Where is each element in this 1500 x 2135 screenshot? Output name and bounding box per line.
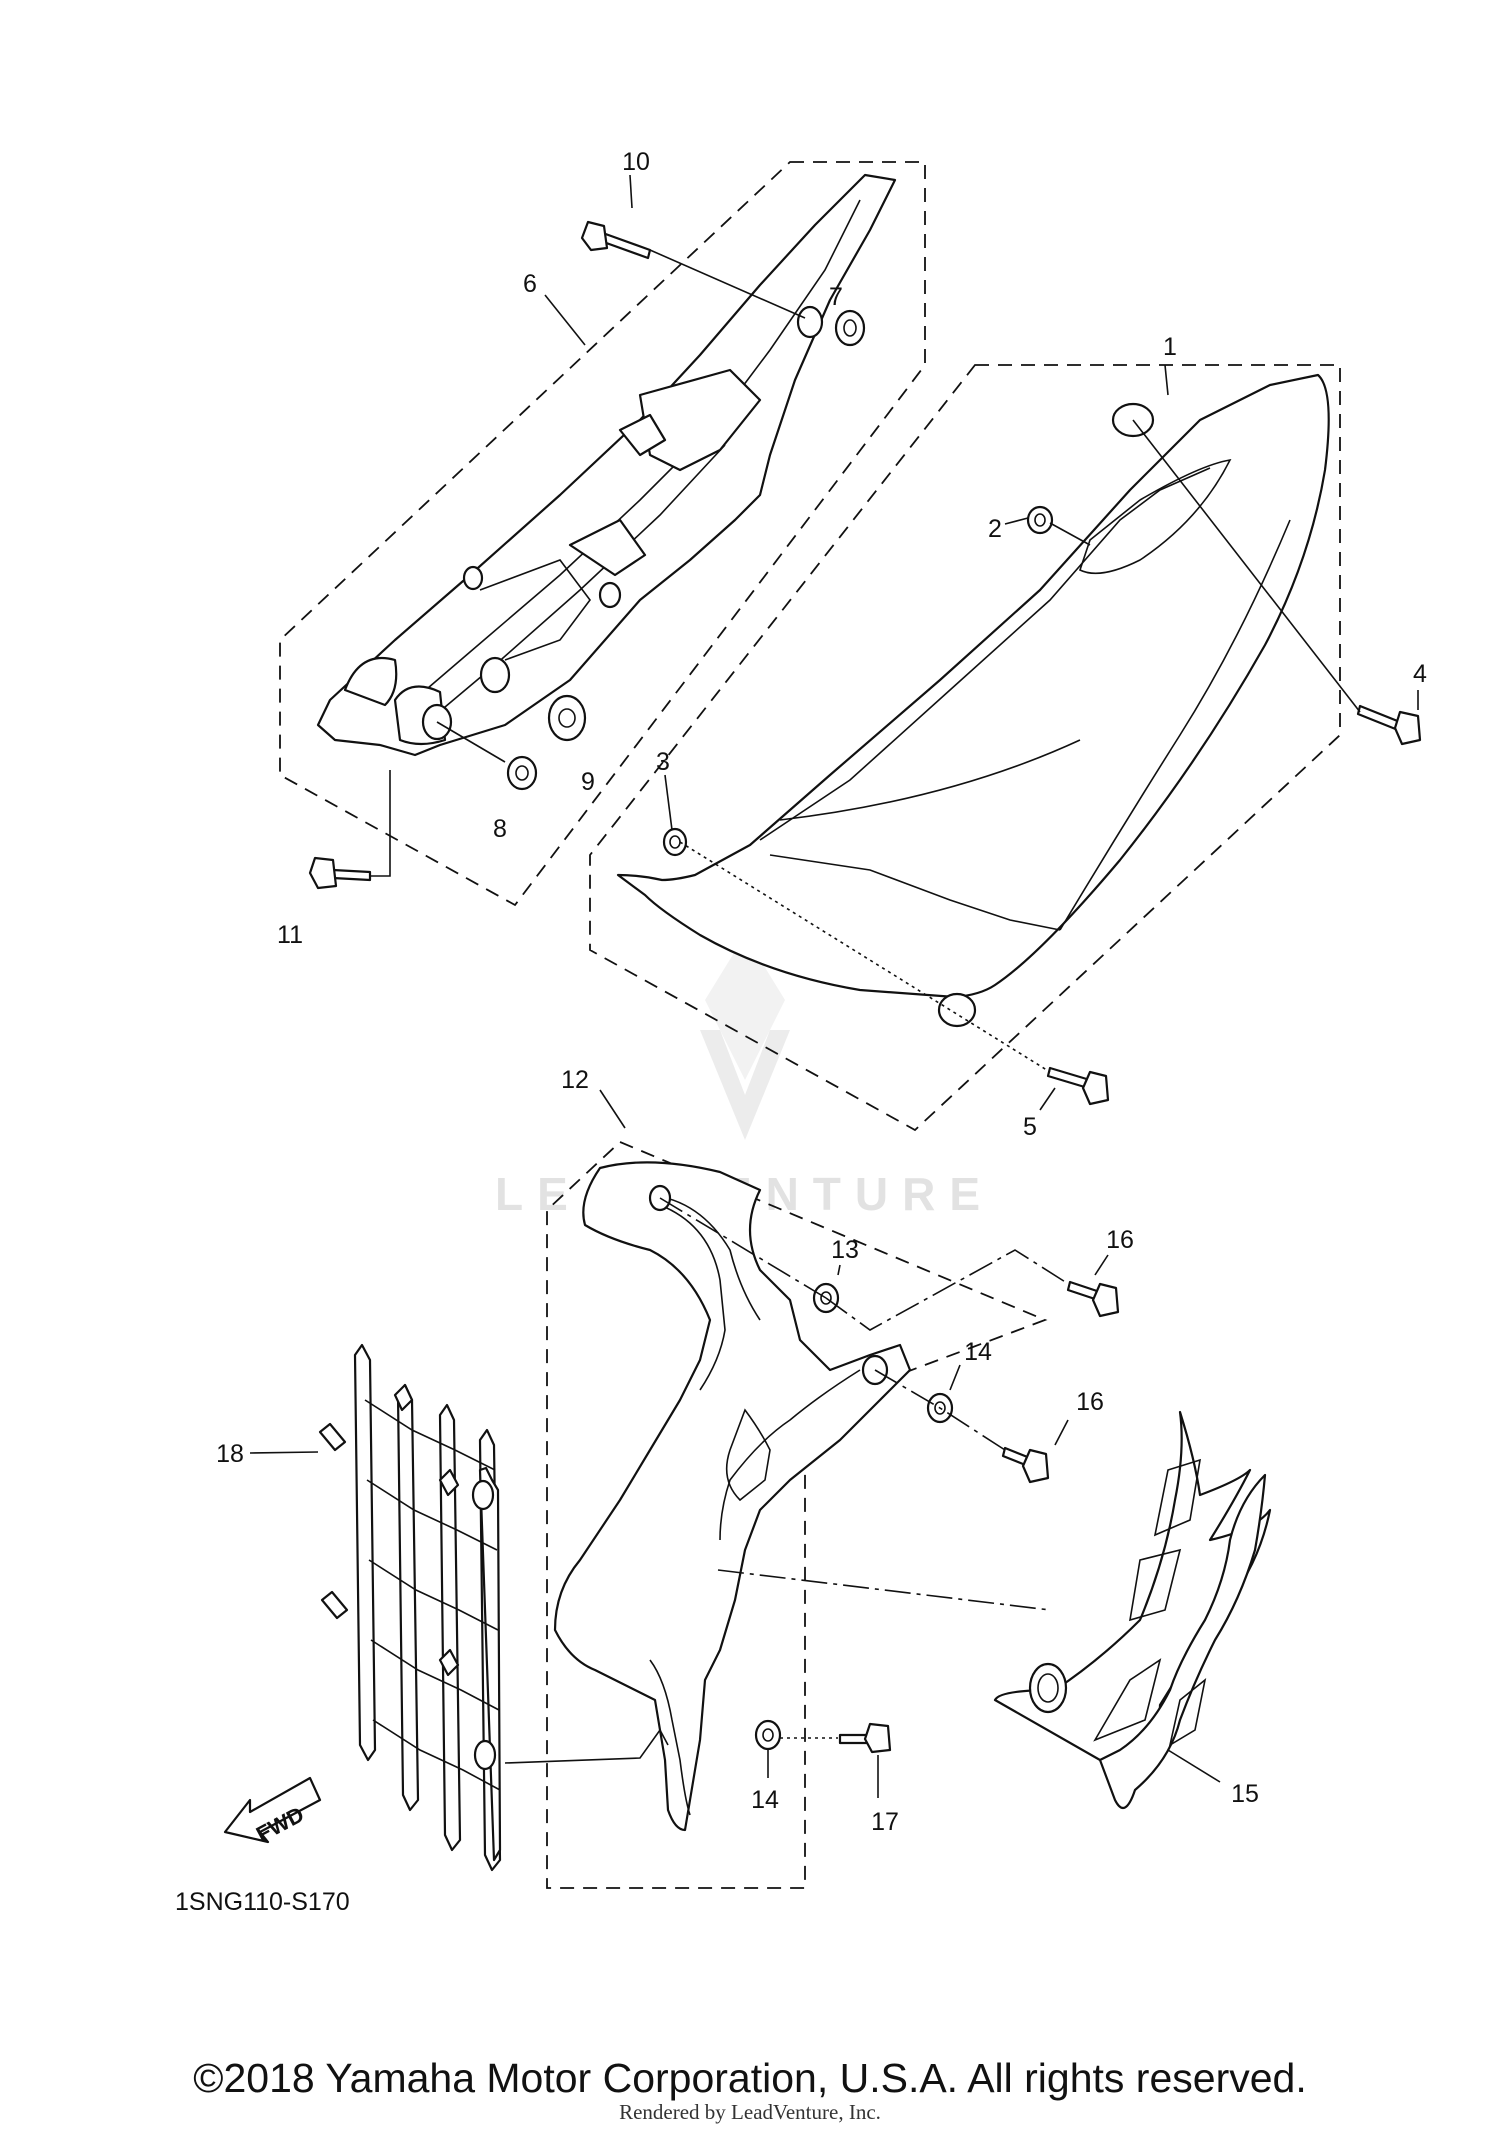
- part-10-bolt: [580, 220, 652, 260]
- callout-13: 13: [831, 1236, 859, 1264]
- callout-3: 3: [656, 748, 670, 776]
- callout-16a: 16: [1106, 1226, 1134, 1254]
- part-2-grommet: [1026, 505, 1054, 535]
- part-6-side-cover-bracket: [279, 161, 926, 907]
- callout-5: 5: [1023, 1113, 1037, 1141]
- part-4-bolt: [1356, 704, 1422, 746]
- callout-12: 12: [561, 1066, 589, 1094]
- part-3-grommet: [662, 827, 688, 857]
- callout-15: 15: [1231, 1780, 1259, 1808]
- part-18-radiator-louver: [318, 1343, 502, 1872]
- callout-16b: 16: [1076, 1388, 1104, 1416]
- callout-7: 7: [829, 283, 843, 311]
- callout-14a: 14: [964, 1338, 992, 1366]
- part-15-graphic-decal: [993, 1410, 1272, 1810]
- copyright-notice: ©2018 Yamaha Motor Corporation, U.S.A. A…: [193, 2055, 1307, 2101]
- callout-11: 11: [277, 921, 303, 949]
- callout-4: 4: [1413, 660, 1427, 688]
- callout-10: 10: [622, 148, 650, 176]
- part-14-grommet-lower: [754, 1719, 782, 1751]
- callout-8: 8: [493, 815, 507, 843]
- callout-6: 6: [523, 270, 537, 298]
- part-7-collar: [834, 309, 866, 347]
- part-17-bolt: [838, 1722, 892, 1754]
- fwd-arrow-icon: [223, 1776, 322, 1844]
- callout-2: 2: [988, 515, 1002, 543]
- part-16-bolt-upper: [1066, 1280, 1120, 1318]
- callout-18: 18: [216, 1440, 244, 1468]
- part-11-bolt: [308, 856, 372, 890]
- callout-9: 9: [581, 768, 595, 796]
- callout-1: 1: [1163, 333, 1177, 361]
- part-16-bolt-lower: [1001, 1446, 1050, 1484]
- part-12-radiator-cover: [546, 1140, 1048, 1889]
- part-1-side-cover: [589, 364, 1341, 1132]
- callout-17: 17: [871, 1808, 899, 1836]
- rendered-by-notice: Rendered by LeadVenture, Inc.: [619, 2100, 881, 2124]
- callout-labels: 1 2 3 4 5 6 7 8 9 10 11 12 13 14 14 15 1…: [216, 148, 1427, 1836]
- part-5-bolt: [1046, 1066, 1110, 1106]
- part-9-damper: [547, 694, 587, 742]
- diagram-code: 1SNG110-S170: [175, 1888, 350, 1916]
- callout-14b: 14: [751, 1786, 779, 1814]
- part-8-collar: [506, 755, 538, 791]
